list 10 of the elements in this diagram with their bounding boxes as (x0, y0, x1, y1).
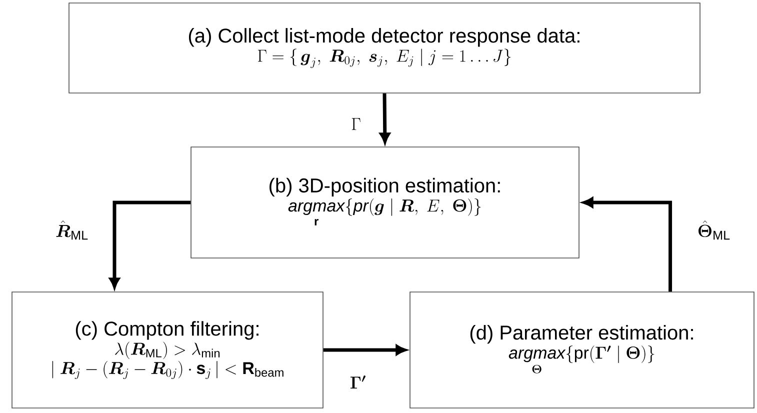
process-box: (a) Collect list-mode detector response data: $\Gamma = \{\, \boldsymbol{g}_{j},\ \boldsymbol{R}_{0j},\ \boldsymbol{s}_{j},\ E_{j}\ |\ j = 1 \ldots J\}$ (68, 2, 700, 94)
edge-label: $\hat{\boldsymbol{\Theta}}_{\mathsf{ML}}$ (696, 219, 732, 241)
edge-label: $\hat{\boldsymbol{R}}_{\mathsf{ML}}$ (54, 219, 90, 241)
process-box: (c) Compton filtering: $\lambda(\boldsymbol{R}_{\mathsf{ML}}) > \lambda_{\mathsf{min}}$ $|\ \boldsymbol{R}_{j} - (\boldsymbol{R}_{j} - \boldsymbol{R}_{0j}) \cdot \mathbf{s}_{j}\,| < \mathbf{R}_{\mathsf{beam}}$ (12, 292, 324, 408)
process-box: (b) 3D-position estimation: $\mathop{\mathit{argmax}}\limits_{\mathbf{r}} \{\mathit{pr}(\boldsymbol{g}\ |\ \boldsymbol{R},\ E,\ \boldsymbol{\Theta})\}$ (190, 146, 580, 258)
process-box: (d) Parameter estimation: $\mathop{\mathit{argmax}}\limits_{\boldsymbol{\Theta}} \{\mathrm{pr}(\boldsymbol{\Gamma'}\ |\ \boldsymbol{\Theta})\}$ (410, 292, 754, 408)
edge-label: $\Gamma$ (350, 117, 362, 131)
arrow (323, 344, 406, 356)
arrow (582, 197, 672, 292)
edge-label: $\boldsymbol{\Gamma'}$ (348, 374, 368, 390)
